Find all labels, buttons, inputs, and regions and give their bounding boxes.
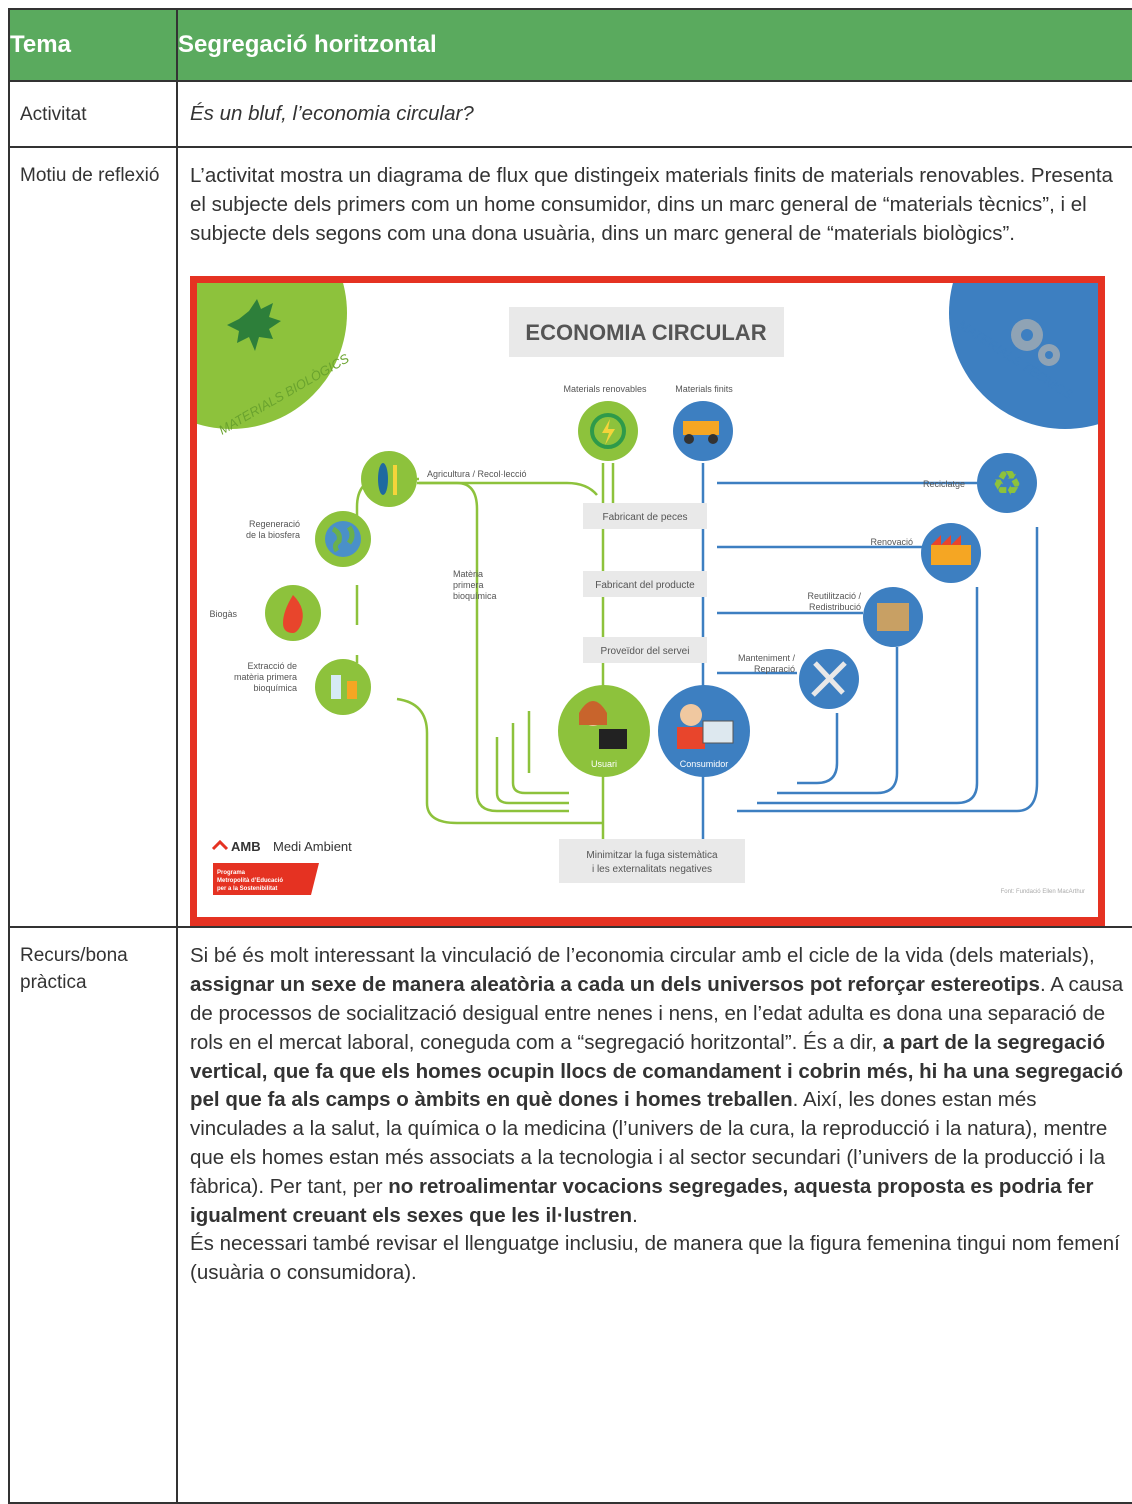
svg-text:matèria primera: matèria primera (234, 672, 297, 682)
header-row: Tema Segregació horitzontal (8, 8, 1132, 82)
agriculture-circle (361, 451, 417, 508)
svg-text:Fabricant del producte: Fabricant del producte (595, 580, 695, 591)
box-service (583, 637, 707, 664)
svg-text:per a la Sostenibilitat: per a la Sostenibilitat (217, 886, 277, 892)
resource-label: Recurs/bona pràctica (8, 926, 178, 1504)
svg-text:Renovació: Renovació (870, 537, 913, 547)
recycle-circle (977, 453, 1037, 514)
activity-label: Activitat (8, 80, 178, 148)
resource-paragraph-1: Si bé és molt interessant la vinculació … (190, 944, 1124, 1227)
consumer-label: Consumidor (680, 759, 729, 769)
svg-text:Reciclatge: Reciclatge (923, 479, 965, 489)
svg-text:Fabricant de peces: Fabricant de peces (602, 512, 687, 523)
tech-corner-circle (949, 283, 1098, 430)
resource-paragraph-2: És necessari també revisar el llenguatge… (190, 1232, 1120, 1285)
svg-text:Matèria: Matèria (453, 569, 483, 579)
title-box (509, 307, 784, 358)
resource-cell: Si bé és molt interessant la vinculació … (176, 926, 1132, 1504)
svg-text:Biogàs: Biogàs (209, 609, 237, 619)
amb-medi-ambient: Medi Ambient (273, 839, 352, 854)
reflection-label: Motiu de reflexió (8, 145, 178, 929)
header-value: Segregació horitzontal (176, 8, 1132, 82)
leaf-icon (227, 299, 281, 352)
svg-text:Manteniment /: Manteniment / (738, 653, 796, 663)
infographic-canvas: MATERIALS BIOLÒGICS MATERIALS TÈCNICS EC… (197, 283, 1098, 918)
fish-icon (378, 463, 388, 496)
flame-icon (283, 595, 303, 634)
amb-logo-icon (211, 840, 229, 851)
svg-text:Minimitzar la fuga sistemàtica: Minimitzar la fuga sistemàtica (586, 850, 718, 861)
svg-text:i les externalitats negatives: i les externalitats negatives (592, 864, 712, 875)
activity-title: És un bluf, l’economia circular? (176, 80, 1132, 148)
program-badge (213, 863, 319, 896)
svg-text:de la biosfera: de la biosfera (246, 530, 300, 540)
gears-icon (1011, 319, 1060, 367)
truck-icon (683, 421, 719, 445)
tools-icon (811, 661, 847, 698)
svg-text:Metropolità d’Educació: Metropolità d’Educació (217, 878, 283, 884)
bio-flow-lines (355, 463, 615, 840)
svg-text:Programa: Programa (217, 870, 246, 876)
laptop-icon (599, 729, 627, 750)
factory-icon (931, 535, 971, 566)
svg-text:Reparació: Reparació (754, 664, 795, 674)
label-finite: Materials finits (675, 384, 733, 394)
label-renewable: Materials renovables (563, 384, 647, 394)
circular-economy-infographic: MATERIALS BIOLÒGICS MATERIALS TÈCNICS EC… (190, 276, 1105, 927)
box-product (583, 571, 707, 598)
infographic-svg: MATERIALS BIOLÒGICS MATERIALS TÈCNICS EC… (197, 283, 1098, 896)
tech-flow-lines (701, 463, 1039, 840)
reflection-text: L’activitat mostra un diagrama de flux q… (190, 164, 1113, 245)
svg-text:Regeneració: Regeneració (249, 519, 300, 529)
svg-text:Redistribució: Redistribució (809, 602, 861, 612)
box-parts (583, 503, 707, 530)
box-icon (877, 603, 909, 632)
earth-icon (325, 521, 361, 558)
header-label: Tema (8, 8, 178, 82)
reflection-row: Motiu de reflexió L’activitat mostra un … (8, 145, 1132, 929)
amb-logo: AMB (231, 839, 261, 854)
user-label: Usuari (591, 759, 617, 769)
svg-text:Proveïdor del servei: Proveïdor del servei (601, 646, 690, 657)
man-icon (680, 704, 702, 727)
svg-text:Agricultura / Recol·lecció: Agricultura / Recol·lecció (427, 469, 527, 479)
svg-text:primera: primera (453, 580, 484, 590)
energy-icon (590, 413, 626, 450)
resource-row: Recurs/bona pràctica Si bé és molt inter… (8, 926, 1132, 1504)
activity-row: Activitat És un bluf, l’economia circula… (8, 80, 1132, 148)
svg-text:Extracció de: Extracció de (247, 661, 297, 671)
beaker-icon (331, 675, 341, 700)
svg-text:Reutilització /: Reutilització / (807, 591, 861, 601)
source-credit: Font: Fundació Ellen MacArthur (1001, 889, 1085, 895)
monitor-icon (702, 720, 734, 744)
reflection-table: Tema Segregació horitzontal Activitat És… (8, 8, 1132, 1504)
svg-text:bioquímica: bioquímica (453, 591, 497, 601)
recycle-icon: ♻ (992, 464, 1022, 504)
reflection-cell: L’activitat mostra un diagrama de flux q… (176, 145, 1132, 929)
infographic-title: ECONOMIA CIRCULAR (525, 320, 766, 345)
extraction-circle (315, 659, 371, 716)
bio-corner-circle (197, 283, 347, 430)
box-minimize (559, 839, 745, 884)
svg-text:bioquímica: bioquímica (253, 683, 297, 693)
